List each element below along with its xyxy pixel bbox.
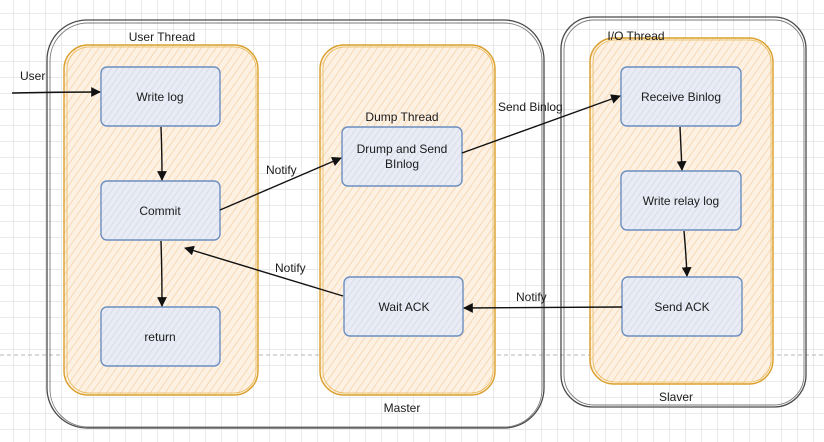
node-commit[interactable]: Commit [100, 180, 221, 241]
user-thread-label: User Thread [129, 30, 195, 44]
io-thread-label: I/O Thread [607, 29, 664, 43]
master-container[interactable] [46, 19, 545, 429]
node-write-log[interactable]: Write log [100, 66, 221, 127]
edge-user-to-write-log[interactable] [11, 87, 101, 97]
edge-receive-to-write-relay[interactable] [676, 126, 687, 171]
wait-ack-label: Wait ACK [379, 300, 430, 314]
dump-send-label-line1: Drump and Send [357, 142, 448, 156]
dump-thread-lane[interactable] [319, 44, 496, 396]
write-log-label: Write log [136, 90, 183, 104]
node-receive-binlog[interactable]: Receive Binlog [620, 66, 742, 127]
edge-send-binlog-label: Send Binlog [498, 100, 563, 114]
commit-label: Commit [139, 204, 181, 218]
edge-notify-wait-commit-label: Notify [275, 261, 306, 275]
master-label: Master [384, 401, 421, 415]
edge-notify-ack-label: Notify [516, 290, 547, 304]
edge-notify-commit-dump-label: Notify [266, 163, 297, 177]
edge-dump-to-receive[interactable] [461, 94, 621, 154]
node-write-relay-log[interactable]: Write relay log [620, 170, 742, 231]
return-label: return [144, 330, 175, 344]
slaver-label: Slaver [659, 390, 693, 404]
edge-write-relay-to-send-ack[interactable] [681, 230, 692, 277]
edge-commit-to-dump[interactable] [219, 156, 342, 211]
dump-thread-label: Dump Thread [365, 110, 438, 124]
edge-user-label: User [20, 69, 45, 83]
dump-send-label-line2: BInlog [385, 157, 419, 171]
edge-commit-to-return[interactable] [157, 240, 167, 307]
edge-wait-ack-to-commit[interactable] [184, 245, 344, 297]
node-send-ack[interactable]: Send ACK [621, 276, 743, 337]
write-relay-log-label: Write relay log [643, 194, 719, 208]
node-wait-ack[interactable]: Wait ACK [343, 276, 464, 337]
send-ack-label: Send ACK [654, 300, 709, 314]
receive-binlog-label: Receive Binlog [641, 90, 721, 104]
node-dump-send-binlog[interactable]: Drump and Send BInlog [341, 126, 463, 187]
node-return[interactable]: return [100, 306, 221, 367]
edge-send-ack-to-wait-ack[interactable] [463, 303, 623, 313]
edge-write-log-to-commit[interactable] [157, 126, 167, 181]
slaver-container[interactable] [560, 16, 807, 408]
